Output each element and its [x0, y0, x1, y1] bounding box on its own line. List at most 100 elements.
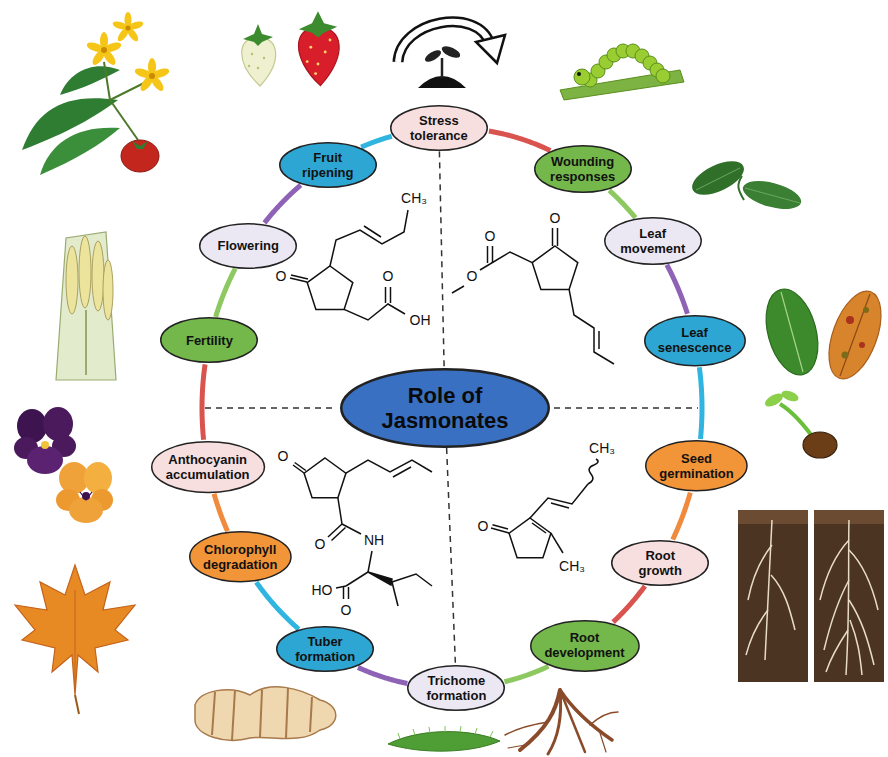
- jasmonic-acid-structure: [344, 304, 405, 320]
- flower-anatomy: [56, 232, 116, 380]
- atom-label: HO: [311, 582, 334, 598]
- strawberry-ripe: [317, 63, 320, 66]
- tomato-plant: [125, 26, 140, 43]
- tomato-plant: [40, 128, 120, 175]
- atom-label: O: [277, 448, 290, 464]
- ring-segment: [489, 131, 550, 150]
- senescence-leaves: [781, 292, 803, 372]
- root-photos: [826, 630, 848, 672]
- ja-ile-structure: [293, 465, 304, 473]
- tuber-drawing: [232, 690, 235, 740]
- germinating-seed: [803, 432, 837, 458]
- tuber-drawing: [310, 697, 312, 732]
- caterpillar: [560, 70, 684, 100]
- ja-ile-structure: [338, 498, 342, 524]
- maple-leaf: [75, 590, 76, 690]
- tomato-plant: [149, 73, 155, 79]
- role-ellipse: Trichome formation: [407, 665, 505, 711]
- ellipse-fill: [644, 315, 744, 365]
- maple-leaf: [75, 695, 79, 714]
- node-label: Root growth: [639, 548, 682, 578]
- node-label: Leaf movement: [620, 226, 685, 256]
- ja-ile-structure: [346, 572, 368, 586]
- root-photos: [814, 510, 884, 682]
- jasmonic-acid-structure: [330, 210, 408, 266]
- root-drawing: [505, 722, 548, 735]
- strawberry-ripe: [298, 11, 339, 85]
- strawberry-unripe: [257, 67, 259, 69]
- ja-ile-structure: [342, 524, 361, 534]
- ring-segment: [673, 493, 691, 540]
- methyl-jasmonate-structure: [487, 246, 489, 263]
- text-stack: Trichome formation: [426, 673, 486, 703]
- role-ellipse: Root development: [530, 620, 640, 672]
- root-drawing: [600, 733, 606, 752]
- trichome-leaf: [475, 728, 477, 734]
- root-photos: [771, 575, 795, 630]
- germinating-seed: [780, 404, 812, 436]
- atom-label: O: [549, 210, 562, 226]
- ellipse-fill: [190, 532, 291, 582]
- leaf-pair: [745, 188, 800, 203]
- ellipse-fill: [408, 666, 505, 711]
- ja-ile-structure: [368, 551, 372, 572]
- role-ellipse: Anthocyanin accumulation: [151, 441, 265, 493]
- root-photos: [849, 600, 874, 665]
- text-stack: Leaf movement: [620, 226, 685, 256]
- strawberry-ripe: [306, 60, 309, 63]
- role-ellipse: Chlorophyll degradation: [189, 531, 292, 582]
- text-stack: Seed germination: [659, 451, 733, 481]
- root-photos: [738, 510, 808, 524]
- root-drawing: [548, 690, 561, 754]
- text-stack: Tuber formation: [295, 634, 355, 664]
- ja-ile-structure: [332, 528, 346, 541]
- flower-anatomy: [56, 232, 116, 380]
- role-ellipse: Seed germination: [645, 440, 748, 491]
- caterpillar: [560, 44, 684, 100]
- role-ellipse: Flowering: [199, 223, 297, 269]
- root-drawing: [590, 712, 618, 725]
- tomato-plant: [22, 12, 170, 175]
- jasmonic-acid-structure: [364, 226, 381, 237]
- text-stack: Anthocyanin accumulation: [166, 452, 250, 482]
- trichome-leaf: [429, 727, 430, 733]
- root-photos: [820, 540, 849, 600]
- node-label: Fertility: [186, 333, 233, 348]
- strawberry-ripe: [309, 46, 312, 49]
- root-photos: [738, 510, 884, 682]
- ring-segment: [214, 494, 228, 532]
- node-label: Trichome formation: [426, 673, 486, 703]
- senescence-leaves: [846, 316, 854, 324]
- role-ellipse: Leaf senescence: [644, 315, 746, 366]
- atom-label: O: [275, 268, 288, 284]
- ja-ile-structure: [293, 458, 432, 606]
- senescence-leaves: [859, 342, 865, 348]
- root-photos: [765, 520, 772, 660]
- caterpillar: [656, 69, 670, 83]
- methyl-jasmonate-structure: [552, 228, 554, 246]
- germinating-seed: [780, 389, 800, 404]
- trichome-leaf: [490, 731, 493, 737]
- methyl-jasmonate-structure: [452, 286, 464, 293]
- jasmonic-acid-structure: [307, 266, 353, 309]
- root-photos: [850, 620, 862, 675]
- ellipse-fill: [612, 541, 709, 586]
- caterpillar: [577, 72, 581, 76]
- tuber-drawing: [212, 688, 312, 740]
- flower-anatomy: [85, 310, 87, 375]
- seedling-icon: [441, 58, 444, 78]
- flower-anatomy: [103, 260, 113, 320]
- seedling-icon: [418, 44, 466, 88]
- text-stack: Wounding responses: [550, 154, 615, 184]
- text-stack: Role of Jasmonates: [370, 383, 520, 433]
- text-stack: Fertility: [186, 333, 233, 348]
- ring-segment: [216, 269, 236, 317]
- leaf-pair: [696, 168, 740, 190]
- maple-leaf: [15, 565, 135, 714]
- node-label: Leaf senescence: [658, 325, 732, 355]
- text-stack: Stress tolerance: [410, 113, 468, 143]
- atom-label: O: [340, 602, 353, 618]
- atom-label: O: [382, 268, 395, 284]
- trichome-leaf: [388, 726, 500, 751]
- strawberry-ripe: [314, 72, 317, 75]
